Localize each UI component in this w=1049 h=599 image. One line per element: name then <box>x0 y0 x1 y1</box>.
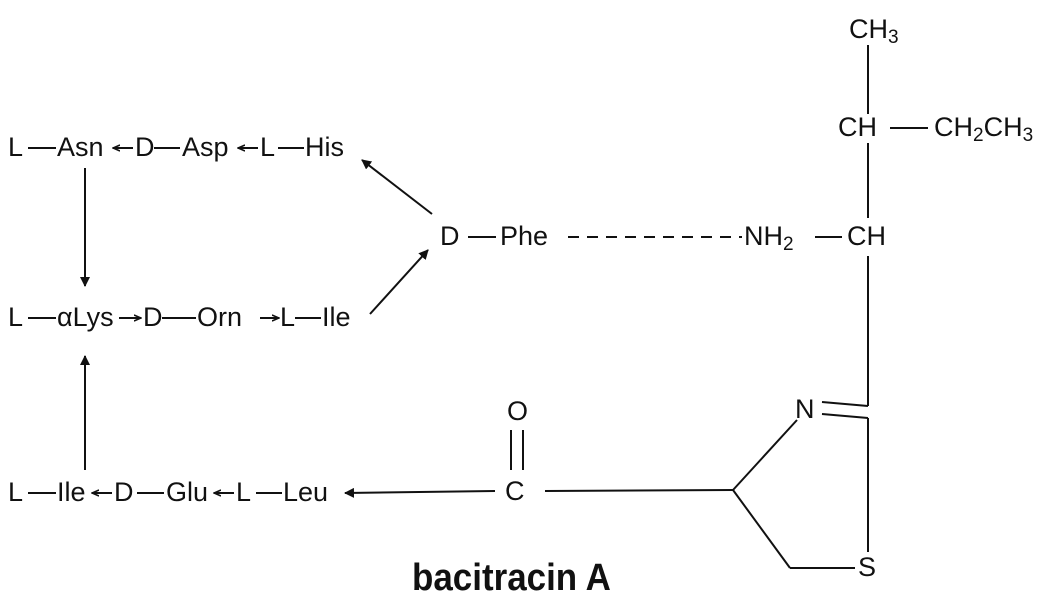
residue-l: L <box>8 132 24 162</box>
ethyl-ch2ch3: CH2CH3 <box>934 112 1034 146</box>
ring-sulfur: S <box>858 552 877 582</box>
arrow-ile-to-phe <box>369 249 429 315</box>
bond-c-ring <box>544 489 734 492</box>
alpha-ch: CH <box>847 221 886 251</box>
residue-leu: Leu <box>283 477 329 507</box>
residue-his: His <box>305 132 344 162</box>
ring-nitrogen: N <box>795 394 815 424</box>
amine-nh2: NH2 <box>744 221 794 255</box>
carbonyl-oxygen: O <box>507 396 529 426</box>
residue-d: D <box>135 132 155 162</box>
alpha-symbol: α <box>57 302 73 332</box>
residue-phe: Phe <box>500 221 549 251</box>
residue-l: L <box>8 302 24 332</box>
residue-l: L <box>8 477 24 507</box>
arrow-c-to-leu <box>344 487 496 498</box>
bond-ch-n <box>732 419 798 491</box>
compound-title: bacitracin A <box>412 557 611 599</box>
residue-lys: Lys <box>72 302 114 332</box>
residue-orn: Orn <box>197 302 243 332</box>
double-bond-c-n-b <box>821 413 869 419</box>
residue-asn: Asn <box>57 132 104 162</box>
bond-ch2-ch <box>732 489 791 569</box>
residue-l: L <box>260 132 276 162</box>
residue-d: D <box>143 302 163 332</box>
residue-alpha-lys: αLys <box>57 302 114 332</box>
beta-ch: CH <box>838 112 877 142</box>
residue-l: L <box>236 477 252 507</box>
arrow-phe-to-his <box>361 159 433 215</box>
residue-ile: Ile <box>57 477 86 507</box>
methyl-ch3: CH3 <box>849 14 899 48</box>
residue-l: L <box>280 302 296 332</box>
double-bond-c-n-a <box>821 401 869 407</box>
residue-d: D <box>114 477 134 507</box>
residue-glu: Glu <box>166 477 209 507</box>
residue-asp: Asp <box>182 132 229 162</box>
residue-ile: Ile <box>322 302 351 332</box>
carbonyl-carbon: C <box>505 476 525 506</box>
residue-d: D <box>440 221 460 251</box>
